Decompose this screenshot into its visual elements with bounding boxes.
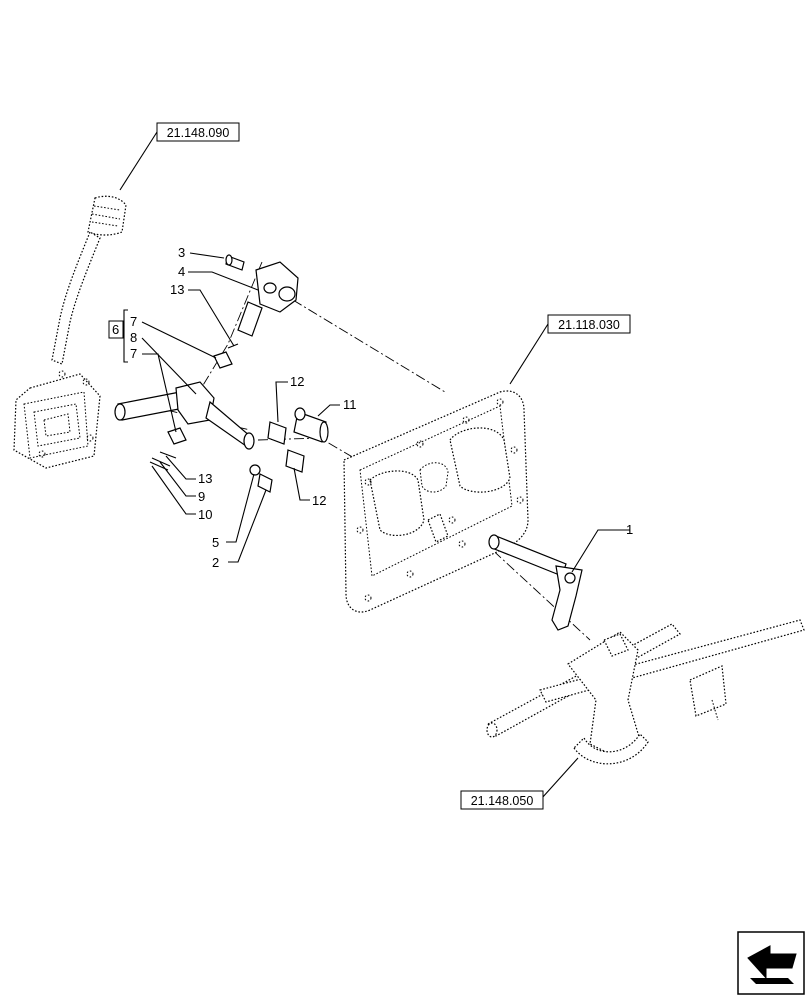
reference-label: 21.148.090: [167, 126, 230, 140]
snap-ring-13-lower: [159, 451, 177, 459]
reference-box-21-148-090[interactable]: 21.148.090: [156, 122, 240, 142]
callout-7-upper: 7: [130, 314, 137, 329]
callout-13-lower: 13: [198, 471, 212, 486]
callout-6-box: 6: [108, 320, 124, 339]
reference-label: 21.148.050: [471, 794, 534, 808]
pad-lower: [167, 427, 187, 445]
callout-1: 1: [626, 522, 633, 537]
callout-12-upper: 12: [290, 374, 304, 389]
callout-3: 3: [178, 245, 185, 260]
callout-6: 6: [112, 322, 119, 337]
selector-lever-group: [225, 254, 299, 337]
gear-lever-phantom: [13, 195, 127, 469]
reference-box-21-118-030[interactable]: 21.118.030: [547, 314, 631, 334]
pad-upper: [213, 351, 233, 369]
callout-9: 9: [198, 489, 205, 504]
cover-plate-phantom: [343, 390, 529, 613]
callout-2: 2: [212, 555, 219, 570]
callout-4: 4: [178, 264, 185, 279]
callout-11: 11: [343, 397, 357, 412]
callout-labels: 1 2 3 4 5 6 7 8 7 9 10 11 12 12 13 13: [108, 245, 633, 570]
callout-10: 10: [198, 507, 212, 522]
reference-box-21-148-050[interactable]: 21.148.050: [460, 790, 544, 810]
callout-8: 8: [130, 330, 137, 345]
shift-rails-phantom: [486, 619, 805, 765]
reference-label: 21.118.030: [558, 318, 620, 332]
snap-ring-13-upper: [227, 343, 239, 349]
callout-7-lower: 7: [130, 346, 137, 361]
selector-shaft-assembly: [114, 381, 255, 450]
leader-lines: [119, 131, 630, 799]
callout-12-lower: 12: [312, 493, 326, 508]
next-page-arrow-icon[interactable]: [737, 931, 805, 995]
small-parts-left: [149, 343, 239, 471]
callout-13-upper: 13: [170, 282, 184, 297]
pins-group: [249, 407, 329, 493]
shift-lever-part-1: [488, 534, 583, 631]
callout-5: 5: [212, 535, 219, 550]
